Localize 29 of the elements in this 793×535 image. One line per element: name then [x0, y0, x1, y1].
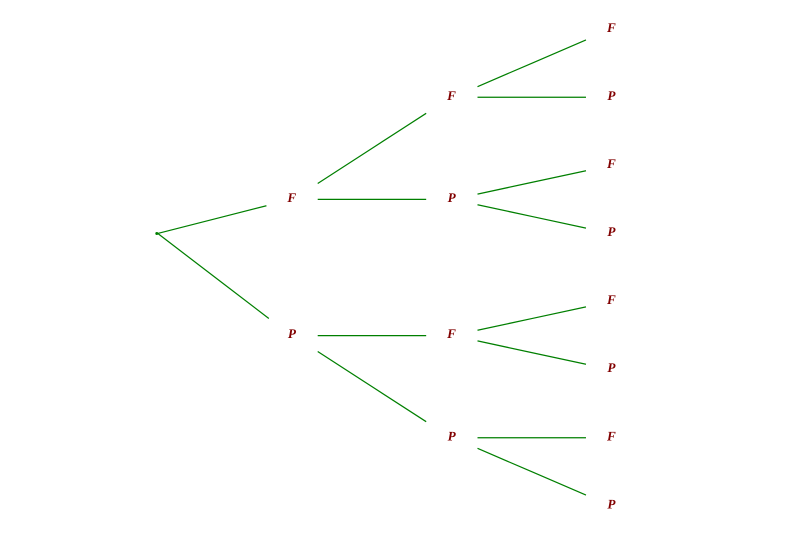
node-text: F — [606, 428, 616, 444]
connector — [317, 351, 427, 422]
node-text: P — [607, 496, 616, 512]
connector — [158, 205, 267, 234]
connector — [477, 306, 586, 331]
connector — [477, 448, 586, 496]
connector — [478, 96, 586, 98]
connector — [477, 170, 586, 195]
node-text: P — [448, 190, 456, 205]
connector — [477, 340, 586, 365]
node-text: P — [607, 88, 616, 103]
connector — [318, 334, 426, 336]
node-text: P — [448, 428, 456, 444]
connector — [317, 112, 427, 184]
connector — [318, 198, 426, 200]
connector — [477, 204, 586, 229]
connector — [477, 39, 586, 88]
node-text: F — [447, 326, 456, 342]
node-text: F — [447, 88, 456, 103]
node-text: F — [606, 292, 616, 308]
node-text: P — [607, 224, 616, 240]
node-text: F — [606, 156, 616, 171]
node-text: P — [288, 326, 296, 342]
node-point — [155, 232, 158, 235]
connector — [478, 437, 586, 438]
node-text: P — [607, 360, 616, 376]
node-text: F — [606, 20, 616, 35]
node-text: F — [287, 190, 296, 205]
connector — [157, 233, 270, 319]
